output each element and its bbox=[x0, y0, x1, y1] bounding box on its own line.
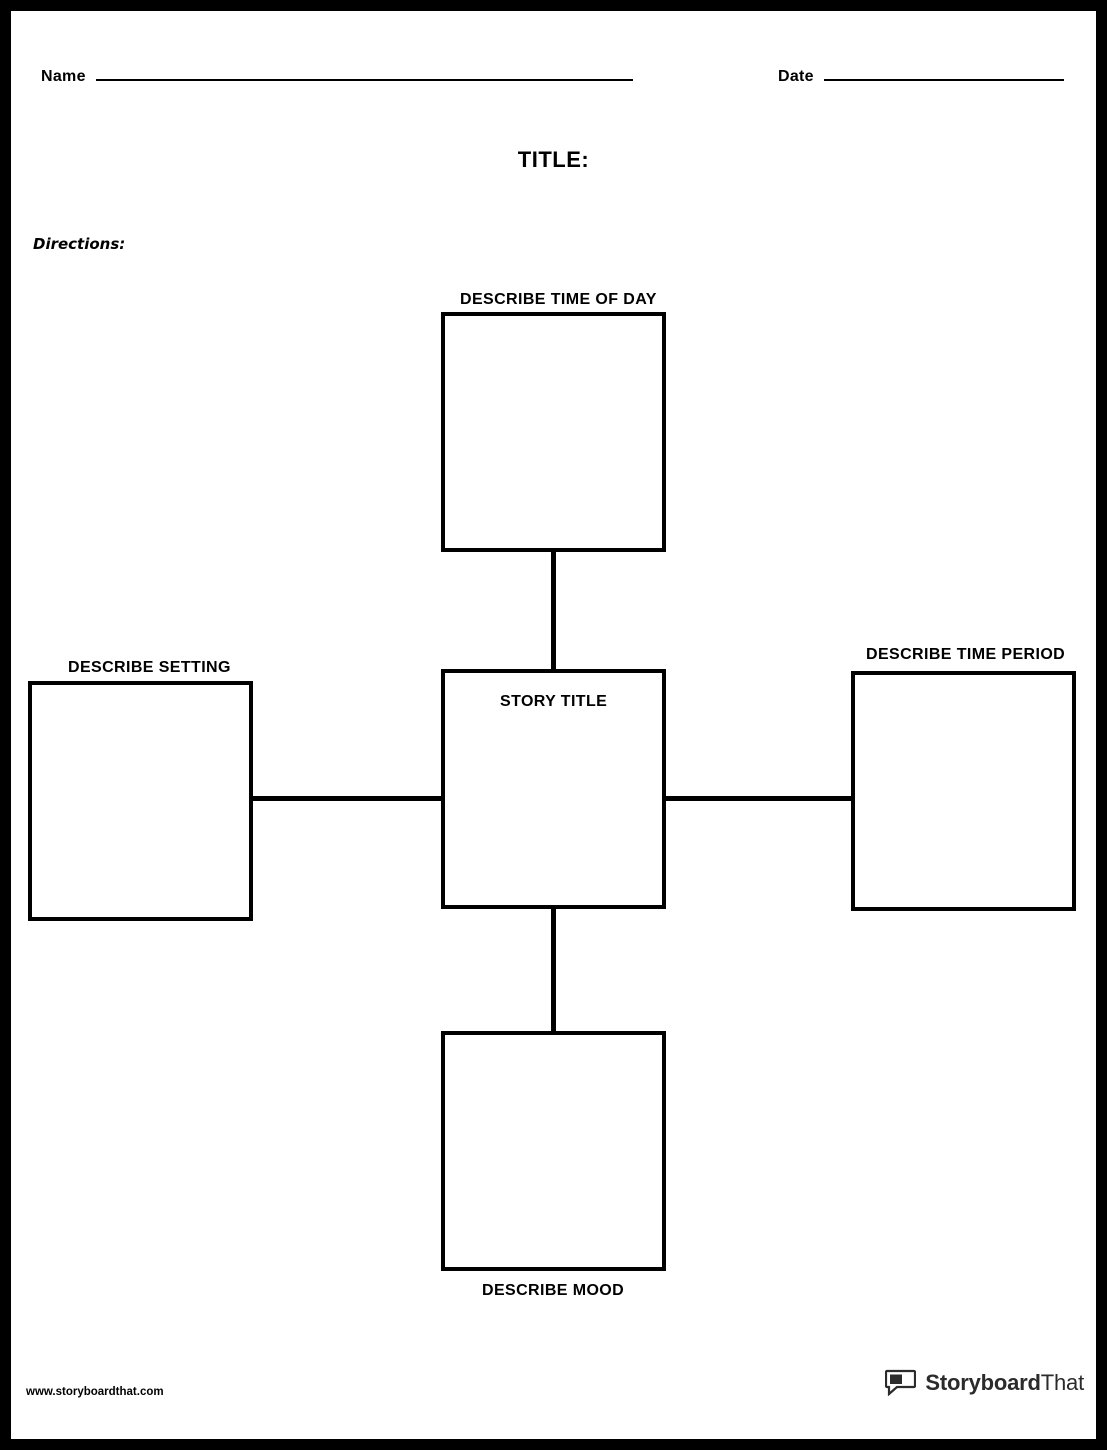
brand-logo-block: StoryboardThat bbox=[885, 1369, 1084, 1397]
box-describe-time-of-day[interactable] bbox=[441, 312, 666, 552]
page-title: TITLE: bbox=[517, 147, 590, 172]
connector-left bbox=[253, 796, 443, 801]
setting-web-diagram: DESCRIBE TIME OF DAY DESCRIBE SETTING ST… bbox=[11, 11, 1096, 1439]
connector-right bbox=[664, 796, 854, 801]
name-input-line[interactable] bbox=[95, 79, 633, 81]
label-describe-time-period: DESCRIBE TIME PERIOD bbox=[866, 646, 1066, 663]
footer-url[interactable]: www.storyboardthat.com bbox=[26, 1386, 164, 1398]
name-field-row: Name bbox=[41, 68, 633, 86]
brand-name: StoryboardThat bbox=[925, 1370, 1084, 1396]
directions-label: Directions: bbox=[33, 235, 126, 253]
label-story-title: STORY TITLE bbox=[500, 693, 608, 710]
connector-bottom bbox=[551, 909, 556, 1033]
name-label: Name bbox=[41, 68, 86, 85]
box-describe-setting[interactable] bbox=[28, 681, 253, 921]
brand-name-primary: Storyboard bbox=[925, 1369, 1041, 1395]
connector-top bbox=[551, 552, 556, 676]
date-field-row: Date bbox=[778, 68, 1064, 86]
label-describe-setting: DESCRIBE SETTING bbox=[68, 659, 231, 676]
label-describe-time-of-day: DESCRIBE TIME OF DAY bbox=[460, 291, 657, 308]
box-describe-mood[interactable] bbox=[441, 1031, 666, 1271]
date-label: Date bbox=[778, 68, 814, 85]
box-story-title[interactable] bbox=[441, 669, 666, 909]
box-describe-time-period[interactable] bbox=[851, 671, 1076, 911]
speech-bubble-icon bbox=[885, 1369, 917, 1397]
brand-name-secondary: That bbox=[1040, 1369, 1084, 1395]
date-input-line[interactable] bbox=[823, 79, 1064, 81]
label-describe-mood: DESCRIBE MOOD bbox=[482, 1282, 625, 1299]
